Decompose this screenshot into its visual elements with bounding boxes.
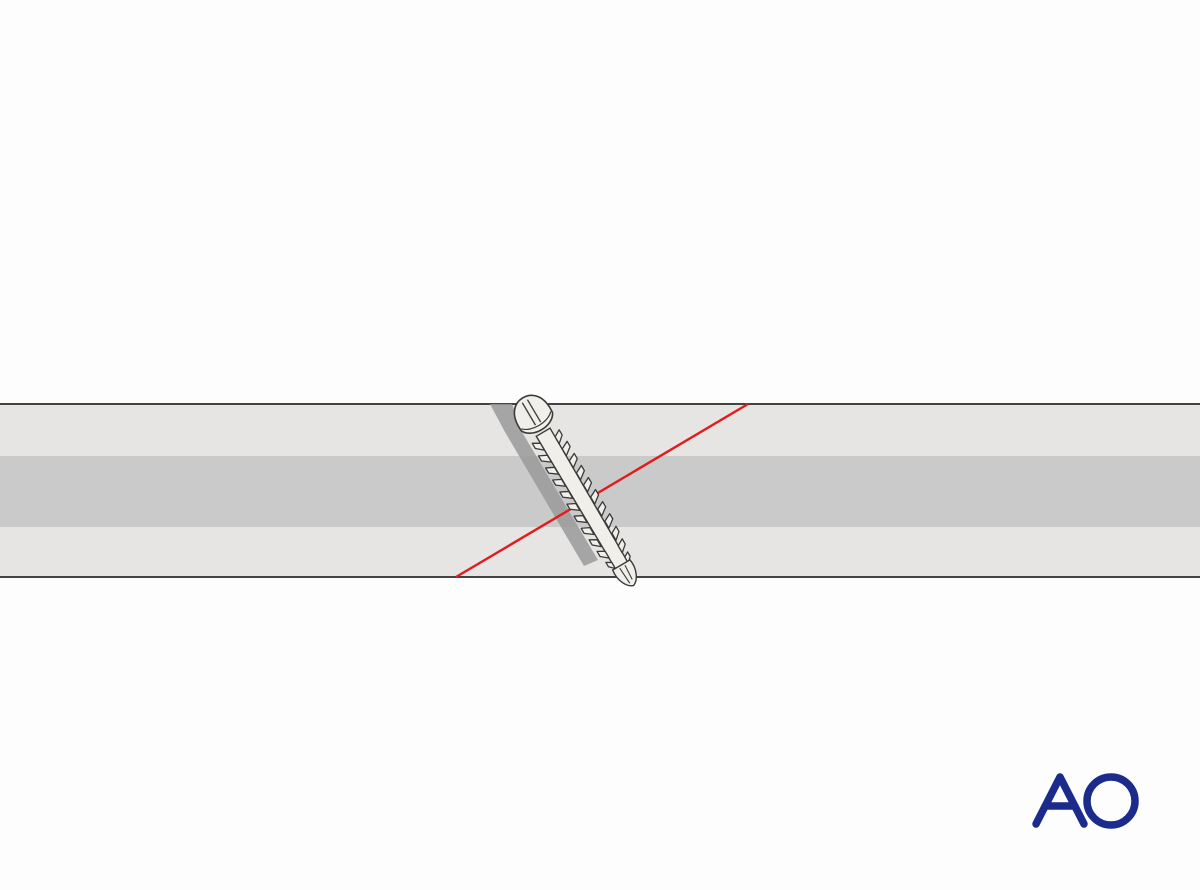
screw-threads (531, 429, 631, 570)
lag-screw (513, 394, 637, 587)
screw-tip-flute (619, 564, 633, 584)
screw-hole-shadow (490, 404, 598, 566)
fracture-line (455, 402, 749, 579)
logo-letter-a (1032, 773, 1088, 828)
screw-tip (611, 558, 637, 587)
screw-head-rim (521, 411, 552, 431)
ao-foundation-logo: AO (1032, 773, 1139, 829)
logo-letter-o (1083, 773, 1139, 829)
screw-head-slot (521, 399, 542, 426)
